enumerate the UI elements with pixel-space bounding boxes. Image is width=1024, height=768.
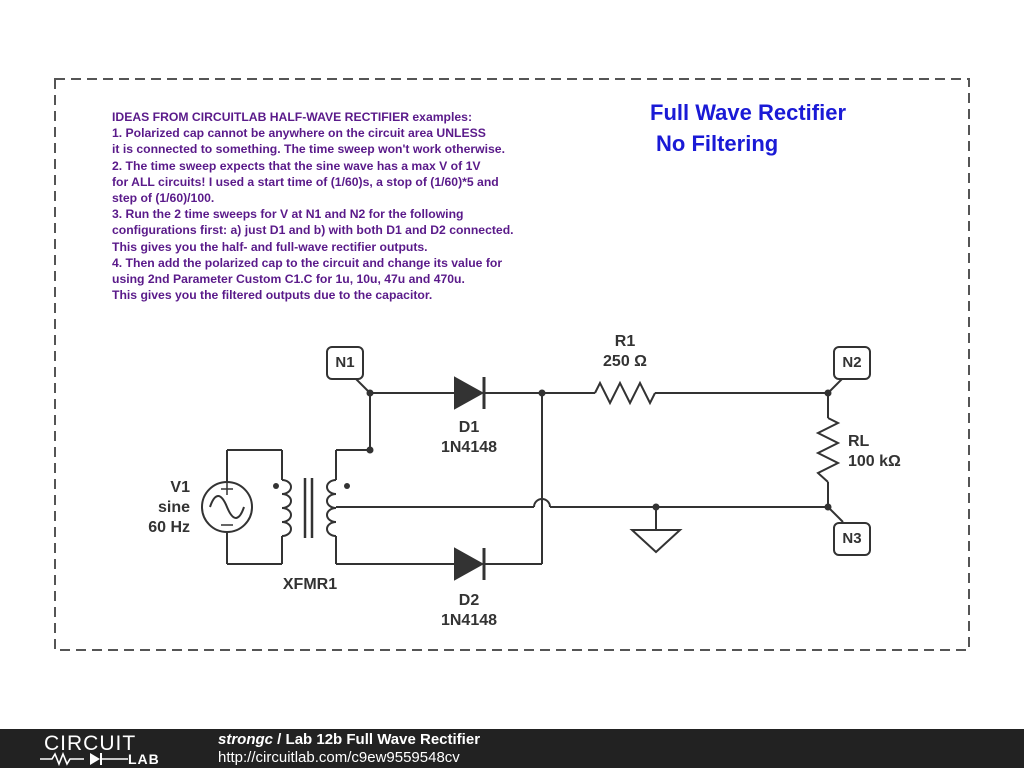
note-line: for ALL circuits! I used a start time of… — [112, 174, 499, 189]
note-line: This gives you the half- and full-wave r… — [112, 239, 428, 254]
instruction-notes: IDEAS FROM CIRCUITLAB HALF-WAVE RECTIFIE… — [112, 109, 632, 303]
node-tag-n3[interactable]: N3 — [833, 522, 871, 556]
d2-name: D2 — [458, 592, 480, 609]
r1-label: R1 250 Ω — [585, 332, 665, 372]
node-tag-n2[interactable]: N2 — [833, 346, 871, 380]
d1-name: D1 — [458, 419, 480, 436]
note-line: This gives you the filtered outputs due … — [112, 288, 433, 303]
d2-part: 1N4148 — [440, 612, 498, 629]
note-line: IDEAS FROM CIRCUITLAB HALF-WAVE RECTIFIE… — [112, 110, 472, 124]
circuitlab-logo-lab: LAB — [128, 751, 160, 767]
note-line: step of (1/60)/100. — [112, 191, 215, 206]
xfmr1-transformer[interactable] — [281, 450, 337, 564]
xfmr-secondary-dot — [344, 483, 350, 489]
project-url[interactable]: http://circuitlab.com/c9ew9559548cv — [218, 749, 460, 766]
footer-project-title: strongc / Lab 12b Full Wave Rectifier — [218, 731, 480, 748]
r1-resistor[interactable] — [594, 380, 656, 406]
xfmr-primary-dot — [273, 483, 279, 489]
project-name[interactable]: Lab 12b Full Wave Rectifier — [285, 731, 481, 748]
v1-frequency: 60 Hz — [148, 519, 190, 536]
rl-name: RL — [848, 433, 870, 450]
junction-dots — [273, 389, 832, 511]
footer-bar: CIRCUIT LAB strongc / Lab 12b Full Wave … — [0, 729, 1024, 768]
circuit-area-border — [54, 78, 970, 651]
note-line: 4. Then add the polarized cap to the cir… — [112, 255, 503, 270]
rl-value: 100 kΩ — [848, 453, 901, 470]
v1-name: V1 — [170, 479, 190, 496]
node-tag-n1[interactable]: N1 — [326, 346, 364, 380]
d1-label: D1 1N4148 — [424, 418, 514, 458]
rl-resistor[interactable] — [815, 417, 841, 483]
note-line: it is connected to something. The time s… — [112, 142, 505, 157]
note-line: using 2nd Parameter Custom C1.C for 1u, … — [112, 272, 465, 287]
xfmr1-label: XFMR1 — [282, 576, 338, 593]
d1-part: 1N4148 — [440, 439, 498, 456]
circuitlab-logo-icon — [40, 751, 128, 767]
title-separator: / — [273, 731, 286, 748]
v1-sine-source[interactable] — [201, 449, 282, 565]
ground-symbol — [629, 529, 683, 554]
note-line: 2. The time sweep expects that the sine … — [112, 158, 481, 173]
schematic-title: Full Wave Rectifier — [650, 100, 847, 125]
r1-name: R1 — [614, 333, 636, 350]
d2-diode[interactable] — [454, 547, 486, 581]
note-line: configurations first: a) just D1 and b) … — [112, 223, 514, 238]
d1-diode[interactable] — [454, 376, 486, 410]
circuit-wires — [336, 377, 844, 565]
note-line: 3. Run the 2 time sweeps for V at N1 and… — [112, 207, 464, 222]
schematic-subtitle: No Filtering — [656, 131, 779, 156]
d2-label: D2 1N4148 — [424, 591, 514, 631]
author-link[interactable]: strongc — [218, 731, 274, 748]
note-line: 1. Polarized cap cannot be anywhere on t… — [112, 126, 486, 141]
v1-label: V1 sine 60 Hz — [130, 478, 190, 538]
circuitlab-logo-text[interactable]: CIRCUIT — [44, 732, 137, 755]
rl-label: RL 100 kΩ — [848, 432, 901, 472]
r1-value: 250 Ω — [603, 353, 647, 370]
v1-type: sine — [157, 499, 190, 516]
